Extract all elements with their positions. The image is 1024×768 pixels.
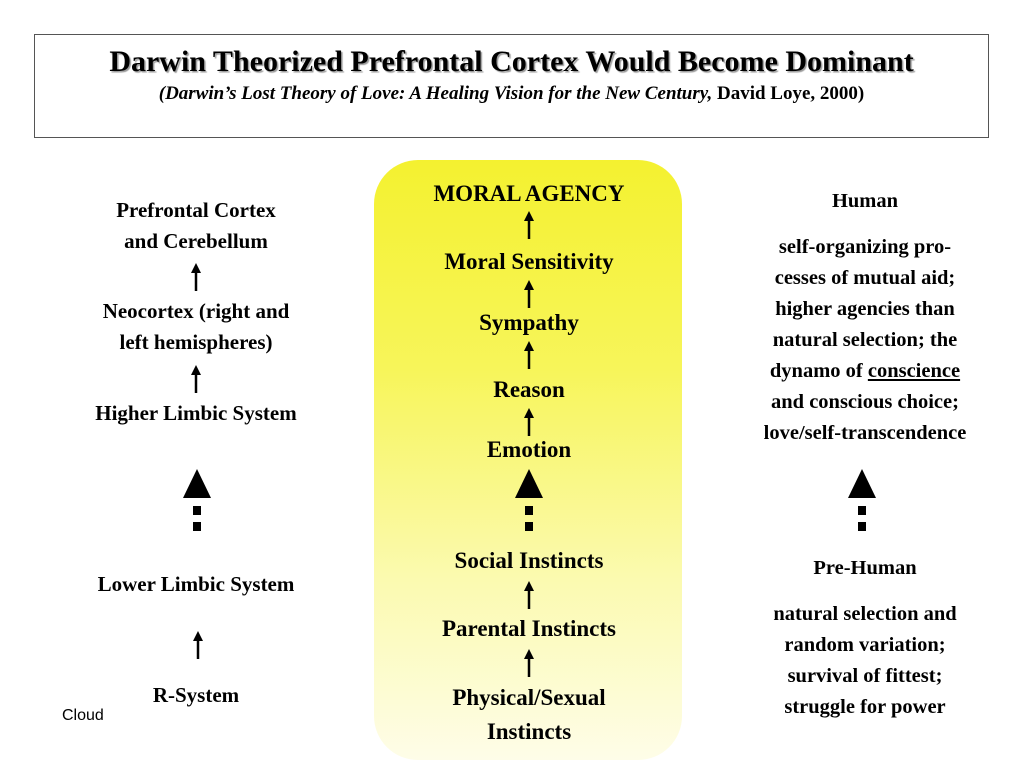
- right-human-line5-prefix: dynamo of: [769, 360, 868, 382]
- page-title: Darwin Theorized Prefrontal Cortex Would…: [109, 45, 914, 78]
- center-arrow-up-icon-3: [524, 341, 534, 369]
- right-human-line4: natural selection; the: [772, 329, 958, 351]
- right-pre-human-line2: random variation;: [784, 634, 946, 656]
- right-pre-human-description: natural selection and random variation; …: [730, 599, 1000, 723]
- right-human-line1: self-organizing pro-: [778, 236, 952, 258]
- right-human-description: self-organizing pro- cesses of mutual ai…: [730, 232, 1000, 449]
- right-heading-human: Human: [831, 190, 899, 212]
- left-item-neocortex-line1: Neocortex (right and: [102, 299, 290, 323]
- left-item-prefrontal-line2: and Cerebellum: [124, 229, 268, 253]
- right-human-line5: dynamo of conscience: [730, 356, 1000, 387]
- right-human-line3: higher agencies than: [775, 298, 955, 320]
- left-item-neocortex: Neocortex (right and left hemispheres): [60, 296, 332, 358]
- subtitle-author: David Loye, 2000): [712, 83, 865, 104]
- conscience-word: conscience: [867, 360, 961, 382]
- right-dashed-arrow-up-icon: [848, 469, 876, 531]
- left-item-r-system: R-System: [152, 683, 240, 707]
- left-arrow-up-icon-1: [191, 263, 201, 291]
- left-item-lower-limbic: Lower Limbic System: [97, 572, 295, 596]
- right-pre-human-line4: struggle for power: [784, 696, 946, 718]
- right-human-line2: cesses of mutual aid;: [774, 267, 956, 289]
- center-item-physical-line1: Physical/Sexual: [452, 685, 606, 710]
- center-item-sympathy: Sympathy: [479, 310, 579, 335]
- center-arrow-up-icon-6: [524, 649, 534, 677]
- center-item-reason: Reason: [493, 377, 565, 402]
- center-arrow-up-icon-4: [524, 408, 534, 436]
- center-dashed-arrow-up-icon: [515, 469, 543, 531]
- left-item-neocortex-line2: left hemispheres): [119, 330, 273, 354]
- subtitle-open-paren: (: [158, 83, 166, 104]
- center-arrow-up-icon-1: [524, 211, 534, 239]
- center-item-moral-sensitivity: Moral Sensitivity: [444, 249, 614, 274]
- center-item-moral-agency: MORAL AGENCY: [433, 181, 625, 206]
- right-pre-human-line3: survival of fittest;: [787, 665, 943, 687]
- left-item-higher-limbic: Higher Limbic System: [95, 401, 297, 425]
- left-item-prefrontal: Prefrontal Cortex and Cerebellum: [60, 195, 332, 257]
- left-item-prefrontal-line1: Prefrontal Cortex: [116, 198, 276, 222]
- page-subtitle: (Darwin’s Lost Theory of Love: A Healing…: [35, 83, 988, 105]
- subtitle-book-title: Darwin’s Lost Theory of Love: A Healing …: [165, 83, 713, 104]
- center-item-social-instincts: Social Instincts: [454, 548, 604, 573]
- right-heading-pre-human: Pre-Human: [813, 557, 917, 579]
- center-arrow-up-icon-2: [524, 280, 534, 308]
- right-human-line7: love/self-transcendence: [763, 422, 967, 444]
- title-box: Darwin Theorized Prefrontal Cortex Would…: [34, 34, 989, 138]
- center-item-physical-instincts: Physical/Sexual Instincts: [384, 681, 674, 749]
- left-arrow-up-icon-3: [193, 631, 203, 659]
- cloud-note: Cloud: [62, 707, 104, 724]
- center-item-emotion: Emotion: [486, 437, 572, 462]
- right-pre-human-line1: natural selection and: [773, 603, 957, 625]
- center-arrow-up-icon-5: [524, 581, 534, 609]
- left-dashed-arrow-up-icon: [183, 469, 211, 531]
- right-human-line6: and conscious choice;: [771, 391, 959, 413]
- center-item-parental-instincts: Parental Instincts: [442, 616, 616, 641]
- left-arrow-up-icon-2: [191, 365, 201, 393]
- center-item-physical-line2: Instincts: [486, 719, 572, 744]
